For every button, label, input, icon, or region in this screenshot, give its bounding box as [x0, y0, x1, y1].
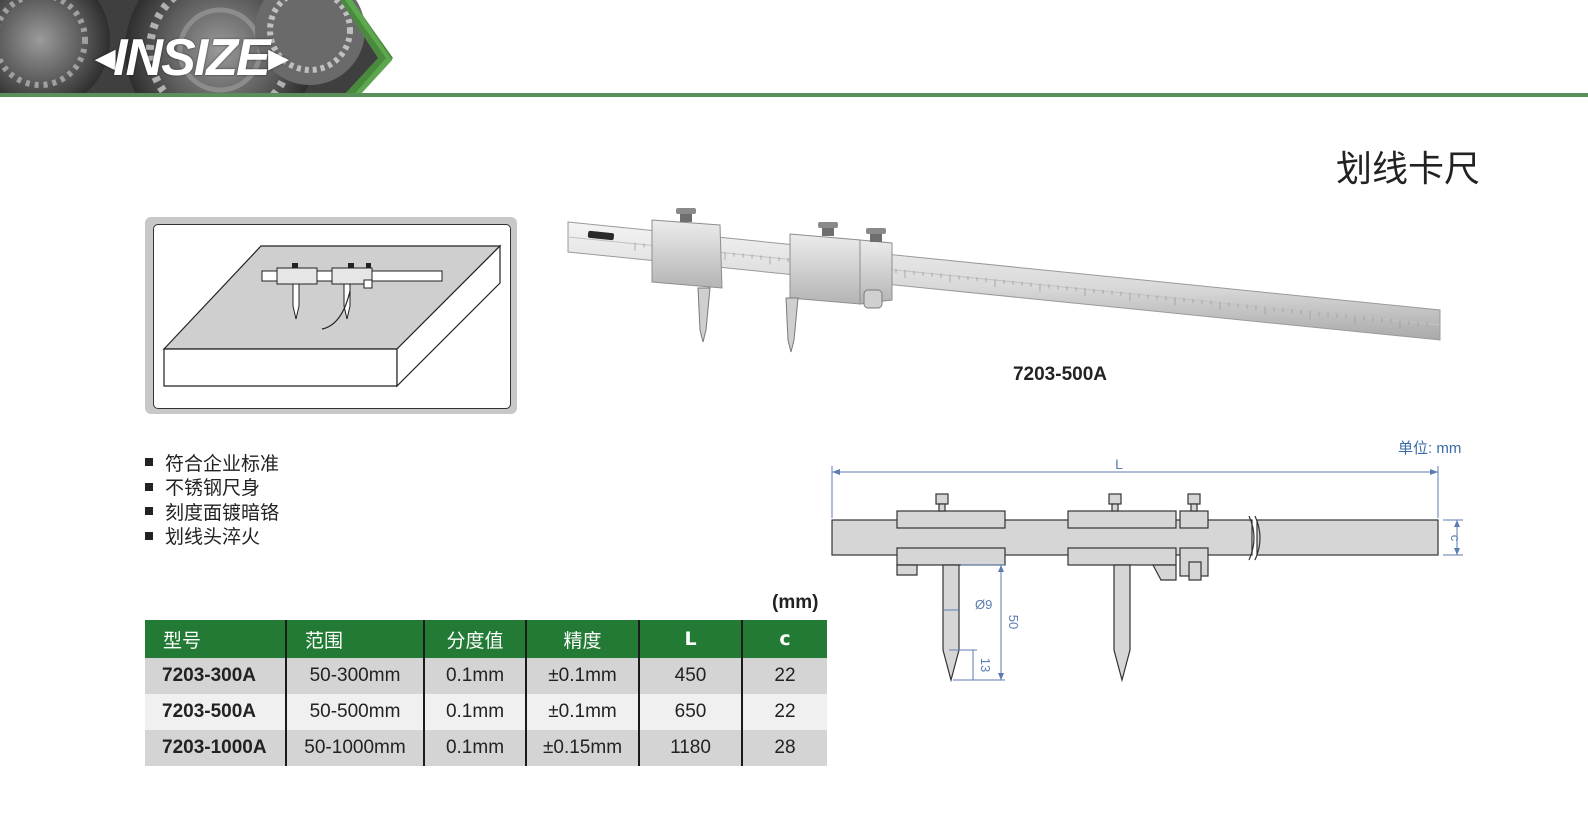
range-cell: 50-500mm: [286, 694, 425, 730]
model-cell: 7203-1000A: [145, 730, 287, 766]
scribing-usage-drawing: [162, 244, 502, 388]
feature-text: 刻度面镀暗铬: [165, 501, 280, 524]
c-cell: 28: [742, 730, 827, 766]
bullet-square-icon: [145, 482, 153, 491]
accuracy-cell: ±0.15mm: [526, 730, 640, 766]
logo-right-arrow-icon: ▸: [268, 37, 288, 79]
feature-item: 刻度面镀暗铬: [145, 499, 279, 524]
length-cell: 650: [639, 694, 743, 730]
resolution-cell: 0.1mm: [424, 730, 527, 766]
dimension-depth-label: 50: [1006, 615, 1021, 629]
accuracy-cell: ±0.1mm: [526, 658, 640, 694]
c-cell: 22: [742, 658, 827, 694]
table-row: 7203-300A 50-300mm 0.1mm ±0.1mm 450 22: [145, 658, 827, 694]
accuracy-cell: ±0.1mm: [526, 694, 640, 730]
column-header: c: [742, 620, 827, 658]
drawing-unit-label: 单位: mm: [1398, 440, 1462, 457]
feature-item: 划线头淬火: [145, 524, 279, 549]
page-title: 划线卡尺: [1335, 149, 1480, 190]
usage-illustration: [153, 224, 511, 409]
resolution-cell: 0.1mm: [424, 658, 527, 694]
model-cell: 7203-300A: [145, 658, 287, 694]
brand-name: INSIZE: [113, 29, 271, 87]
dimension-tip-label: 13: [978, 658, 993, 672]
header-banner: [0, 0, 400, 97]
technical-drawing: L c Ø9 50 13: [831, 456, 1463, 683]
c-cell: 22: [742, 694, 827, 730]
column-header: 分度值: [424, 620, 527, 658]
dimension-length-label: L: [1115, 456, 1123, 472]
dimension-diameter-label: Ø9: [975, 597, 992, 612]
column-header: 精度: [526, 620, 640, 658]
feature-item: 符合企业标准: [145, 450, 279, 475]
range-cell: 50-1000mm: [286, 730, 425, 766]
model-cell: 7203-500A: [145, 694, 287, 730]
bullet-square-icon: [145, 507, 153, 516]
feature-text: 不锈钢尺身: [165, 477, 261, 500]
product-photo: [560, 200, 1450, 360]
header-divider: [0, 93, 1588, 97]
column-header: 范围: [286, 620, 425, 658]
resolution-cell: 0.1mm: [424, 694, 527, 730]
spec-table: 型号 范围 分度值 精度 L c 7203-300A 50-300mm 0.1m…: [145, 620, 827, 766]
feature-list: 符合企业标准 不锈钢尺身 刻度面镀暗铬 划线头淬火: [145, 450, 279, 548]
table-row: 7203-500A 50-500mm 0.1mm ±0.1mm 650 22: [145, 694, 827, 730]
length-cell: 1180: [639, 730, 743, 766]
table-row: 7203-1000A 50-1000mm 0.1mm ±0.15mm 1180 …: [145, 730, 827, 766]
length-cell: 450: [639, 658, 743, 694]
table-header-row: 型号 范围 分度值 精度 L c: [145, 620, 827, 658]
feature-item: 不锈钢尺身: [145, 475, 279, 500]
brand-logo: ◂ INSIZE ▸: [96, 29, 288, 87]
banner-graphic: [0, 0, 400, 97]
feature-text: 划线头淬火: [165, 526, 261, 549]
feature-text: 符合企业标准: [165, 452, 280, 475]
range-cell: 50-300mm: [286, 658, 425, 694]
logo-left-arrow-icon: ◂: [96, 37, 115, 79]
table-unit-label: (mm): [772, 592, 819, 613]
photo-caption: 7203-500A: [1012, 364, 1108, 385]
dimension-height-label: c: [1448, 535, 1463, 542]
bullet-square-icon: [145, 531, 153, 540]
column-header: 型号: [145, 620, 287, 658]
bullet-square-icon: [145, 458, 153, 467]
column-header: L: [639, 620, 743, 658]
